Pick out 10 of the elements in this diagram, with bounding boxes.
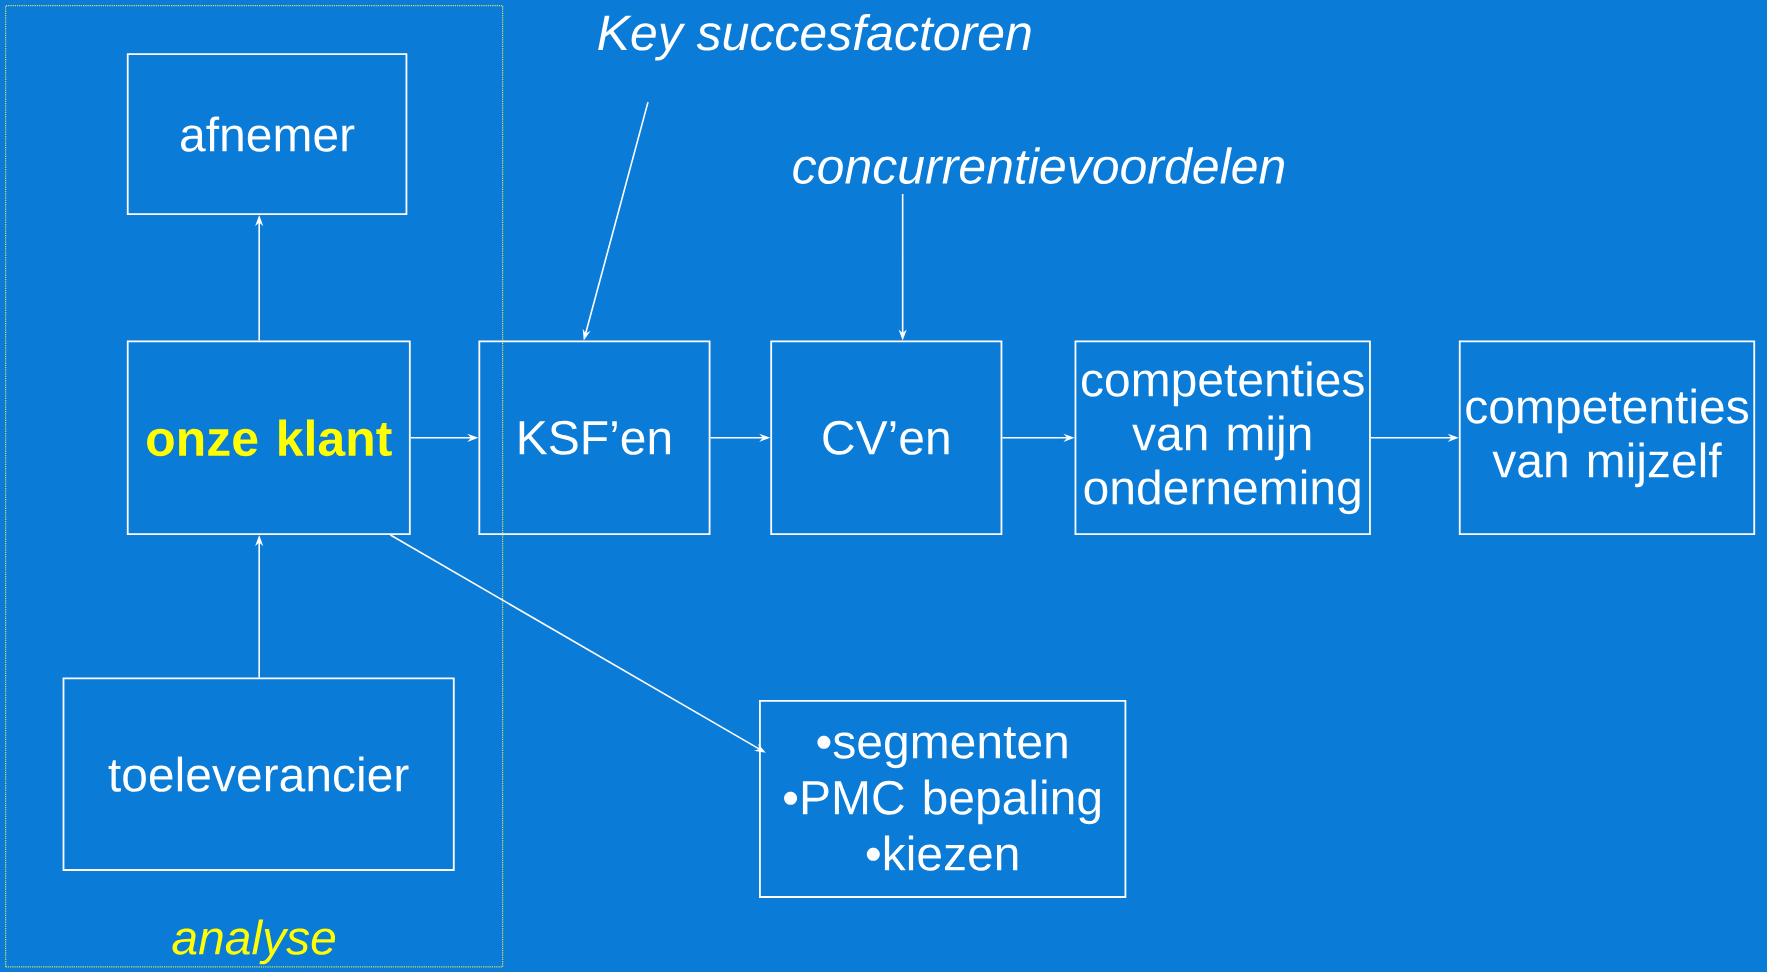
- callout-label: concurrentievoordelen: [793, 147, 1285, 185]
- process-box: KSF’en: [478, 340, 711, 536]
- process-box: onze klant: [126, 340, 411, 536]
- process-box: competenties van mijn onderneming: [1074, 340, 1371, 536]
- callout-label: Key succesfactoren: [598, 13, 1031, 61]
- process-box: •segmenten •PMC bepaling •kiezen: [759, 700, 1127, 898]
- process-box: toeleverancier: [62, 677, 455, 871]
- process-box: competenties van mijzelf: [1458, 340, 1756, 536]
- process-box: afnemer: [126, 53, 408, 215]
- process-box: CV’en: [770, 340, 1003, 536]
